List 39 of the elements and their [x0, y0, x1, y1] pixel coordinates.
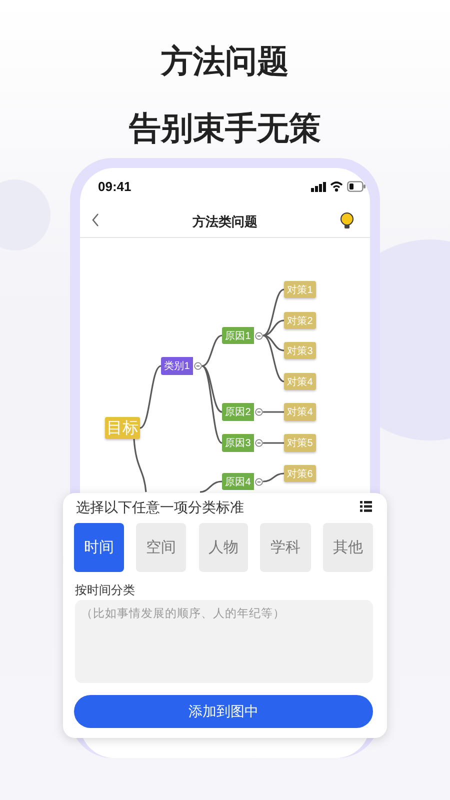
- field-label: 按时间分类: [75, 582, 135, 599]
- connector-line: [263, 411, 284, 413]
- connector-line: [140, 365, 162, 429]
- topic-box: 对策5: [284, 434, 316, 452]
- option-button: 其他: [323, 523, 373, 572]
- topic-box: 原因3: [222, 434, 263, 452]
- topic-box: 对策4: [284, 403, 316, 421]
- headline: 方法问题: [160, 42, 290, 81]
- connector-line: [262, 288, 284, 336]
- topic-box: 对策6: [284, 465, 316, 482]
- connector-line: [262, 472, 284, 482]
- topic-box: 对策2: [284, 312, 316, 329]
- topic-box: 原因2: [222, 403, 263, 421]
- topic-box: 类别1: [161, 357, 202, 375]
- topic-box: 对策1: [284, 281, 316, 298]
- clock-time: 09:41: [98, 178, 132, 196]
- connector-line: [262, 334, 284, 352]
- connector-line: [263, 442, 284, 444]
- topic-box: 对策3: [284, 342, 316, 359]
- topic-box: 原因1: [222, 327, 263, 344]
- connector-line: [200, 480, 222, 493]
- option-button: 时间: [74, 523, 124, 572]
- topic-box: 对策4: [284, 373, 316, 390]
- panel-heading: 选择以下任意一项分类标准: [76, 498, 245, 517]
- add-button: 添加到图中: [74, 695, 373, 728]
- option-button: 人物: [199, 523, 248, 572]
- connector-line: [202, 365, 222, 413]
- connector-line: [133, 438, 147, 492]
- root-topic-box: 目标: [105, 417, 140, 439]
- connector-line: [202, 365, 222, 444]
- headline: 告别束手无策: [128, 109, 322, 148]
- input-field: （比如事情发展的顺序、人的年纪等）: [75, 600, 373, 683]
- connector-line: [202, 334, 222, 367]
- option-button: 空间: [136, 523, 186, 572]
- connector-line: [262, 320, 284, 336]
- option-button: 学科: [260, 523, 311, 572]
- screen-title: 方法类问题: [191, 213, 258, 231]
- connector-line: [262, 334, 284, 382]
- topic-box: 原因4: [222, 473, 263, 490]
